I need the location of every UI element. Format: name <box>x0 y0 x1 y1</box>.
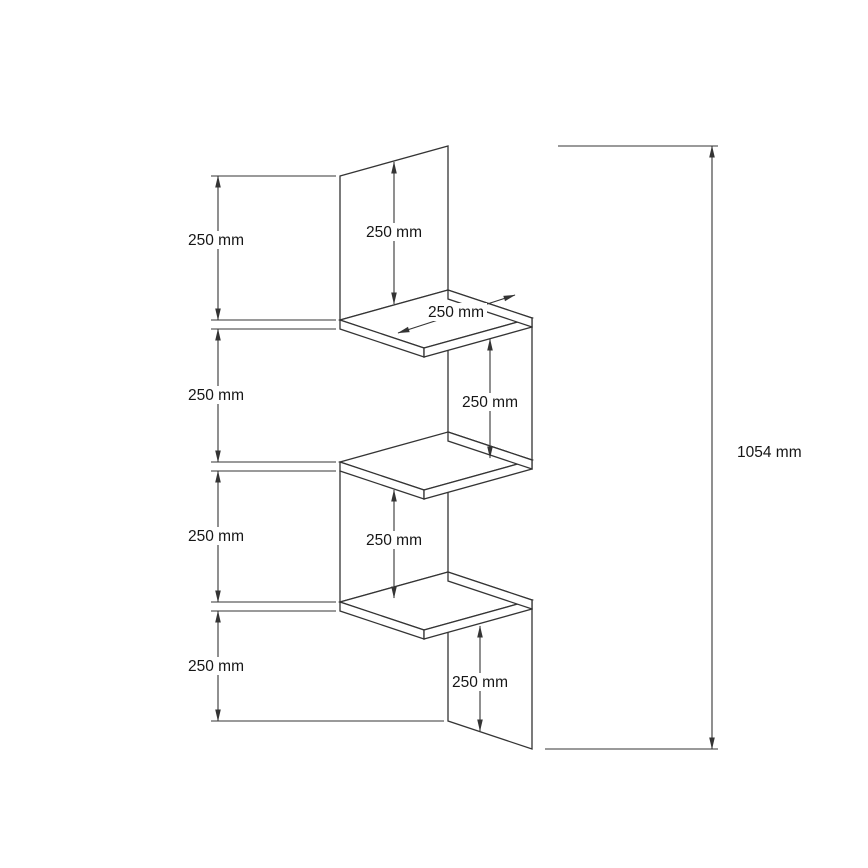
label-mask <box>459 393 521 411</box>
label-mask <box>425 303 487 321</box>
dimension-label-masks <box>185 223 521 691</box>
dimension-labels: 250 mm 250 mm 250 mm 250 mm 250 mm 250 m… <box>188 224 802 691</box>
label-mask <box>185 657 247 675</box>
dimension-label-shelf-depth: 250 mm <box>428 304 484 321</box>
label-mask <box>185 527 247 545</box>
dimension-label-left-3: 250 mm <box>188 528 244 545</box>
dimension-label-lower-section: 250 mm <box>366 532 422 549</box>
dimension-label-left-1: 250 mm <box>188 232 244 249</box>
shelf-board-middle <box>337 431 535 500</box>
shelf-board-bottom <box>337 571 535 640</box>
label-mask <box>363 531 425 549</box>
shelf-bottom-right-edge <box>447 571 533 610</box>
dimension-label-upper-section: 250 mm <box>462 394 518 411</box>
dimension-label-total-height: 1054 mm <box>737 444 802 461</box>
dimension-label-bottom-panel: 250 mm <box>452 674 508 691</box>
label-mask <box>449 673 511 691</box>
dimension-label-left-4: 250 mm <box>188 658 244 675</box>
extension-lines <box>211 145 718 750</box>
label-mask <box>363 223 425 241</box>
dimension-label-left-2: 250 mm <box>188 387 244 404</box>
dimension-label-top-panel: 250 mm <box>366 224 422 241</box>
label-mask <box>185 231 247 249</box>
label-mask <box>185 386 247 404</box>
